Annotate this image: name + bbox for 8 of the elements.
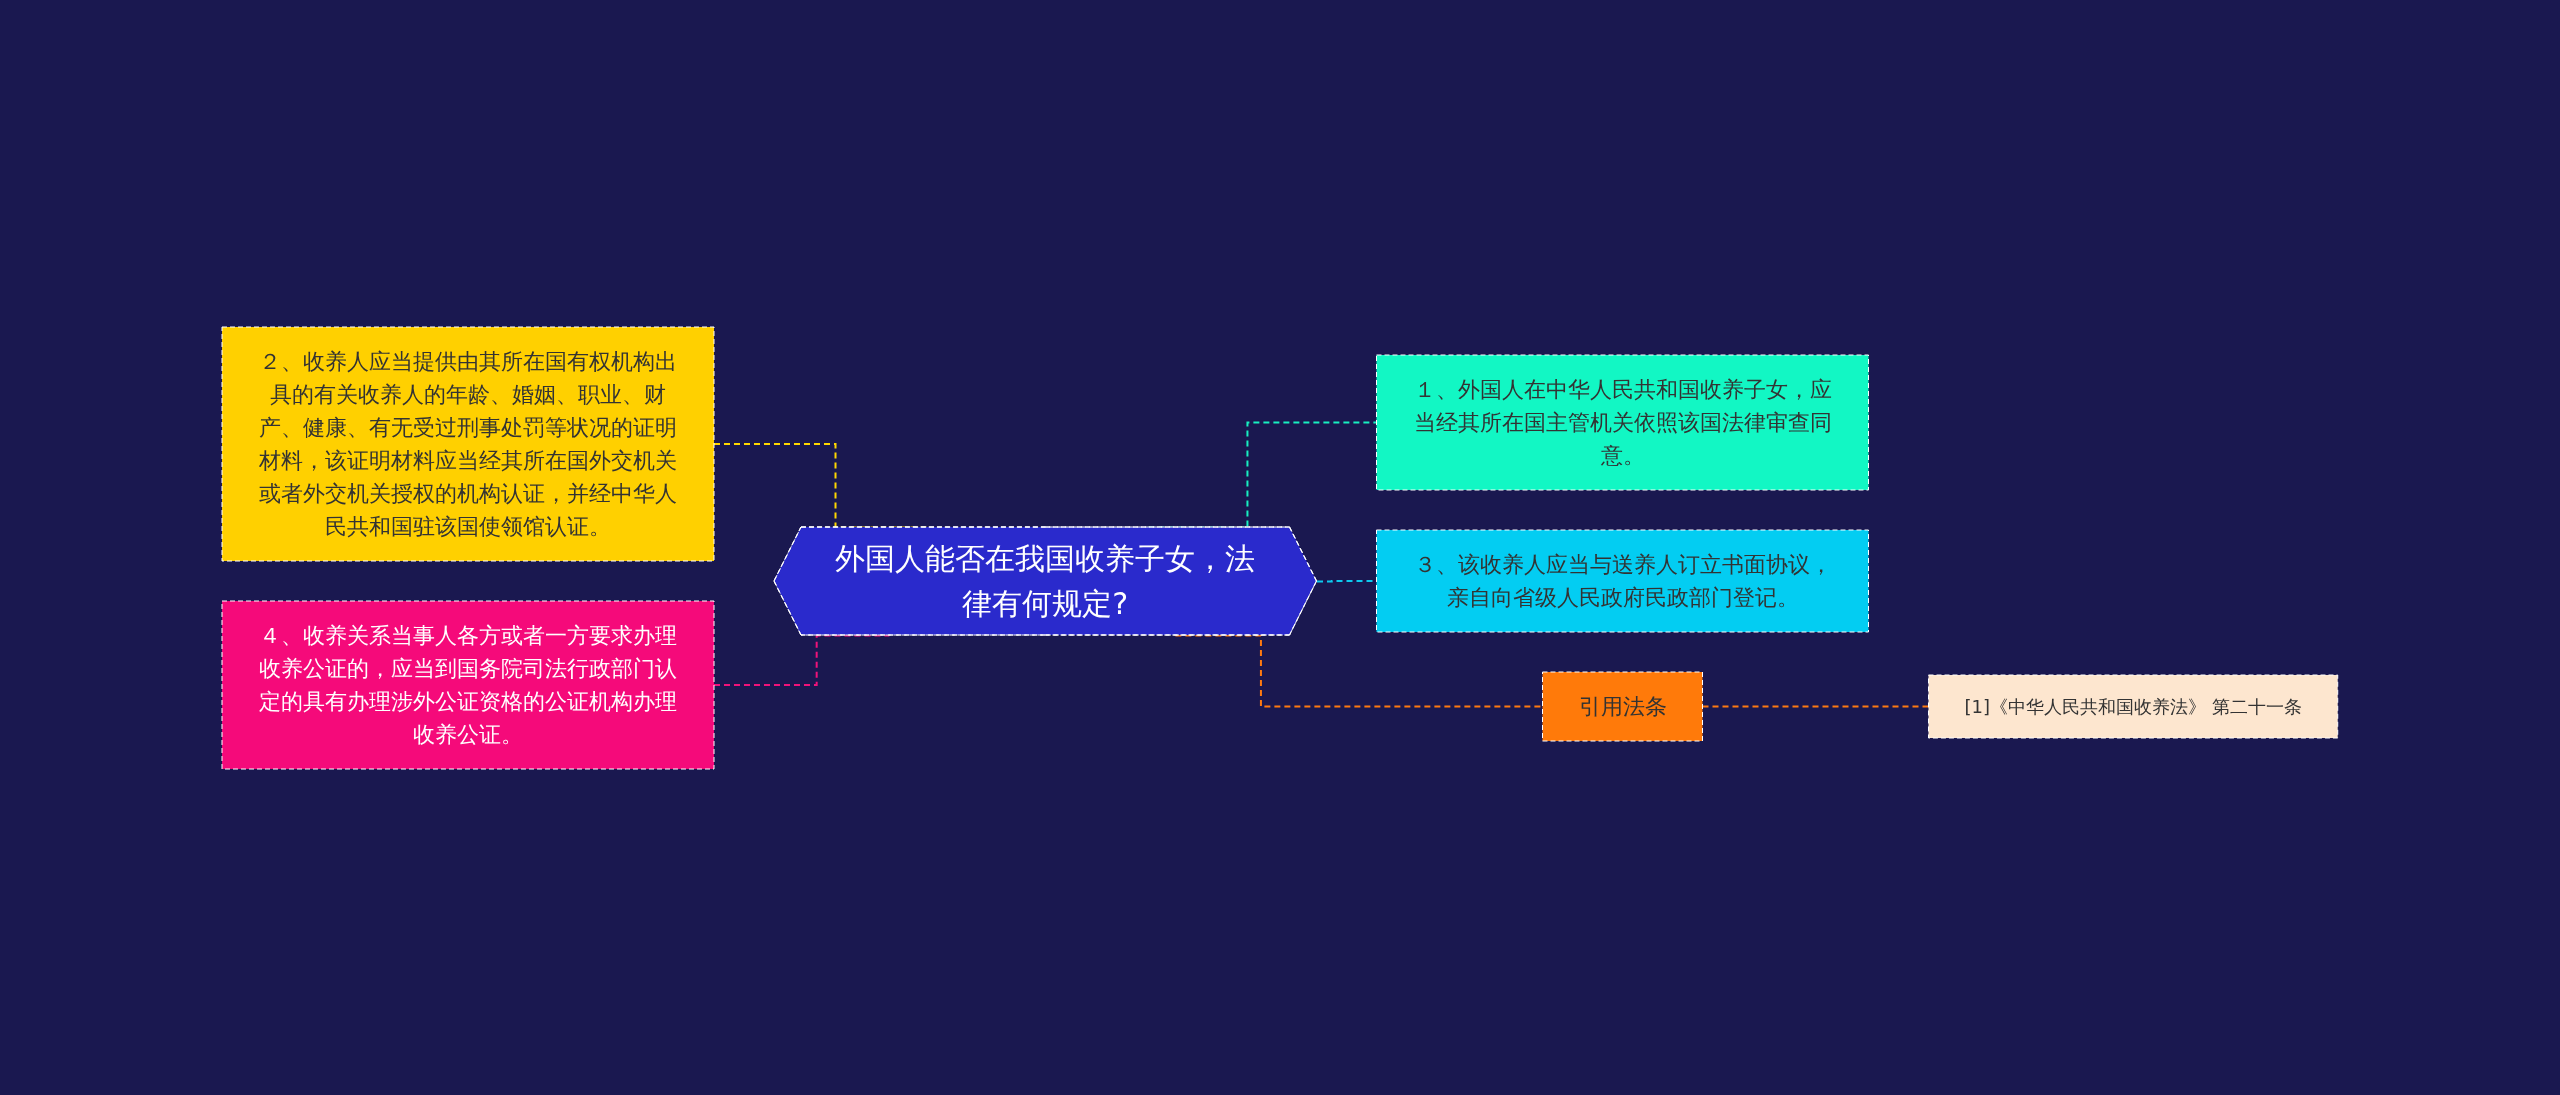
node-box: 引用法条 [1542,671,1704,741]
node-box: ４、收养关系当事人各方或者一方要求办理收养公证的，应当到国务院司法行政部门认定的具有办理涉外公证资格的公证机构办理收养公证。 [221,600,715,769]
node-box: [1]《中华人民共和国收养法》 第二十一条 [1928,674,2339,738]
connector [713,634,891,686]
node-box: １、外国人在中华人民共和国收养子女，应当经其所在国主管机关依照该国法律审查同意。 [1376,354,1870,490]
node-box: ２、收养人应当提供由其所在国有权机构出具的有关收养人的年龄、婚姻、职业、财产、健康、有无受过刑事处罚等状况的证明材料，该证明材料应当经其所在国外交机关或者外交机关授权的机构认证，并经中华人民共和国驻该国使领馆认证。 [221,326,715,561]
node-box: ３、该收养人应当与送养人订立书面协议，亲自向省级人民政府民政部门登记。 [1376,529,1870,632]
connector [1701,705,1930,707]
